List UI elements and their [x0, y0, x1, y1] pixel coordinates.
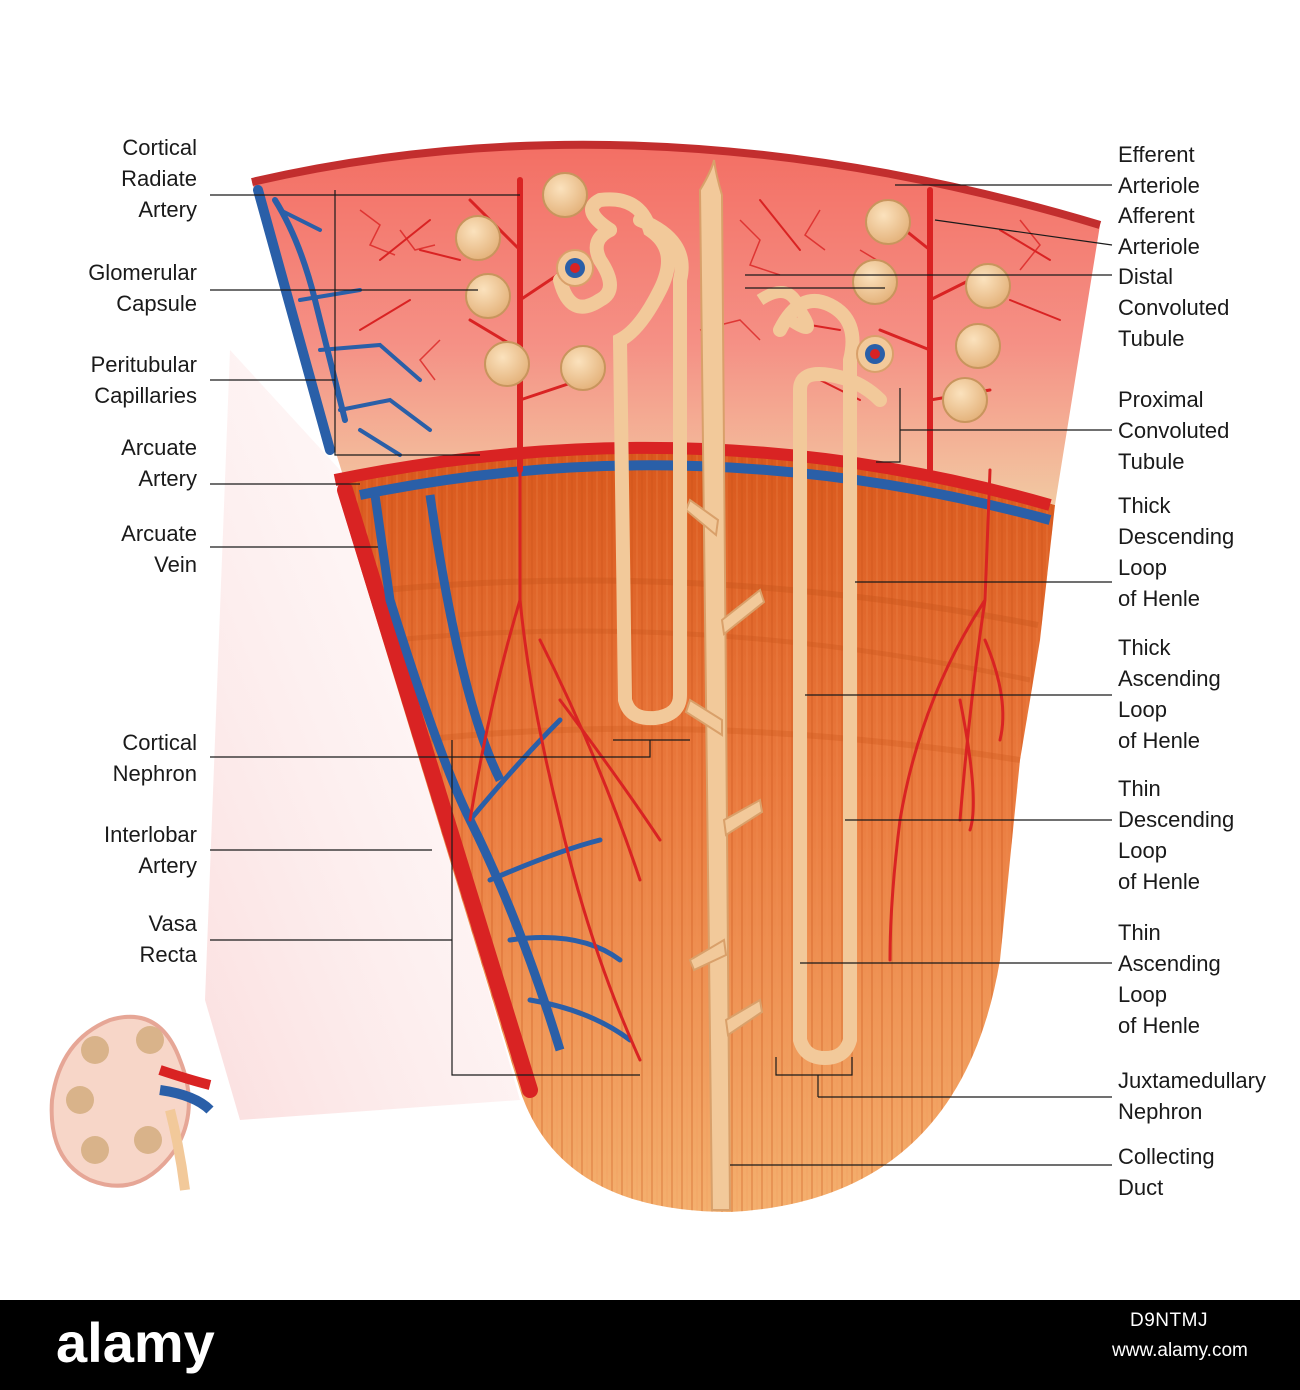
alamy-logo: alamy	[56, 1311, 316, 1376]
juxtamedullary-nephron-tubule	[773, 294, 887, 1066]
kidney-thumbnail	[49, 1014, 214, 1191]
arcuate-artery-vessel	[333, 441, 1052, 511]
site-url: www.alamy.com	[1112, 1340, 1248, 1361]
leader-lines-left	[210, 190, 690, 1076]
image-id: D9NTMJ	[1130, 1310, 1208, 1331]
glomerular-capsules	[556, 249, 894, 373]
zoom-beam	[205, 350, 520, 1120]
interlobar-artery-vessel	[337, 482, 538, 1098]
brand-text: alamy	[56, 1314, 215, 1374]
watermark-footer: alamy D9NTMJ www.alamy.com	[0, 1300, 1300, 1390]
cortical-nephron-tubule	[585, 192, 689, 726]
kidney-illustration	[49, 140, 1113, 1212]
leader-lines-right	[730, 184, 1113, 1166]
